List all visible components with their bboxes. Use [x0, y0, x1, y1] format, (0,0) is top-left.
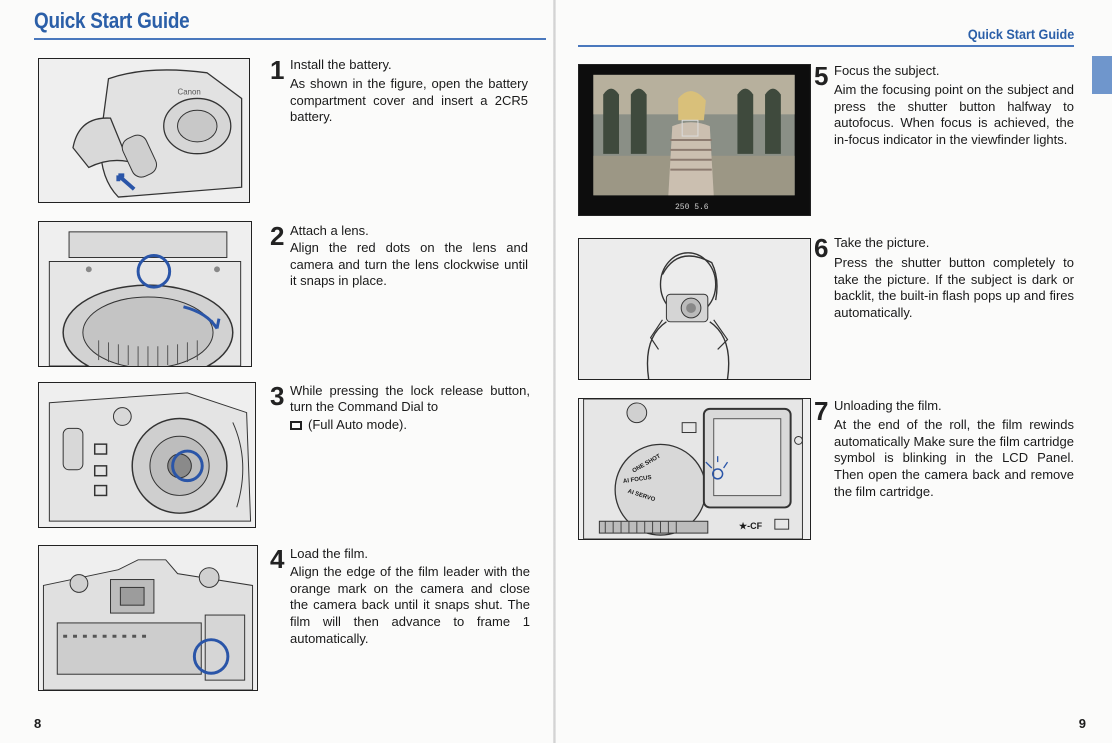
step-body: Align the edge of the film leader with t…: [290, 564, 530, 646]
step-title: Take the picture.: [834, 235, 930, 250]
step-title: Attach a lens.: [290, 223, 369, 238]
step-title: Focus the subject.: [834, 63, 940, 78]
command-dial-illustration: [38, 382, 256, 528]
section-tab-marker: [1092, 56, 1112, 94]
step-title: Install the battery.: [290, 57, 392, 72]
step-number: 4: [270, 544, 285, 574]
step-number: 1: [270, 55, 285, 85]
viewfinder-readout: 250 5.6: [675, 203, 709, 212]
step-3-mode-text: (Full Auto mode).: [308, 417, 407, 432]
step-number: 7: [814, 396, 829, 426]
step-number: 5: [814, 61, 829, 91]
viewfinder-photo-illustration: 250 5.6: [578, 64, 811, 216]
full-auto-mode-icon: [290, 421, 302, 430]
page-number-right: 9: [1078, 716, 1086, 731]
right-page: Quick Start Guide 250 5.6: [556, 0, 1112, 743]
step-title: Unloading the film.: [834, 398, 942, 413]
step-title: Load the film.: [290, 546, 369, 561]
step-body: Press the shutter button completely to t…: [834, 255, 1074, 320]
svg-text:Canon: Canon: [178, 88, 201, 97]
page-number-left: 8: [34, 716, 42, 731]
step-number: 3: [270, 381, 285, 411]
page-title-left: Quick Start Guide: [34, 8, 190, 33]
step-title: While pressing the lock release button, …: [290, 383, 530, 415]
step-body: As shown in the figure, open the battery…: [290, 76, 528, 125]
step-body: (Full Auto mode).: [290, 417, 528, 434]
step-number: 6: [814, 233, 829, 263]
title-rule-left: [34, 38, 546, 40]
photographer-illustration: [578, 238, 811, 380]
book-spine: [553, 0, 556, 743]
step-number: 2: [270, 221, 285, 251]
step-body: At the end of the roll, the film rewinds…: [834, 417, 1074, 499]
lcd-label: ★-CF: [739, 521, 763, 531]
title-rule-right: [578, 45, 1074, 47]
step-body: Align the red dots on the lens and camer…: [290, 240, 528, 289]
step-body: Aim the focusing point on the subject an…: [834, 82, 1074, 147]
battery-illustration: Canon: [38, 58, 250, 203]
lens-illustration: [38, 221, 252, 367]
page-title-right: Quick Start Guide: [967, 26, 1074, 42]
film-load-illustration: [38, 545, 258, 691]
lcd-panel-illustration: ONE SHOT AI FOCUS AI SERVO ★-CF: [578, 398, 811, 540]
left-page: Quick Start Guide Canon: [34, 8, 546, 731]
